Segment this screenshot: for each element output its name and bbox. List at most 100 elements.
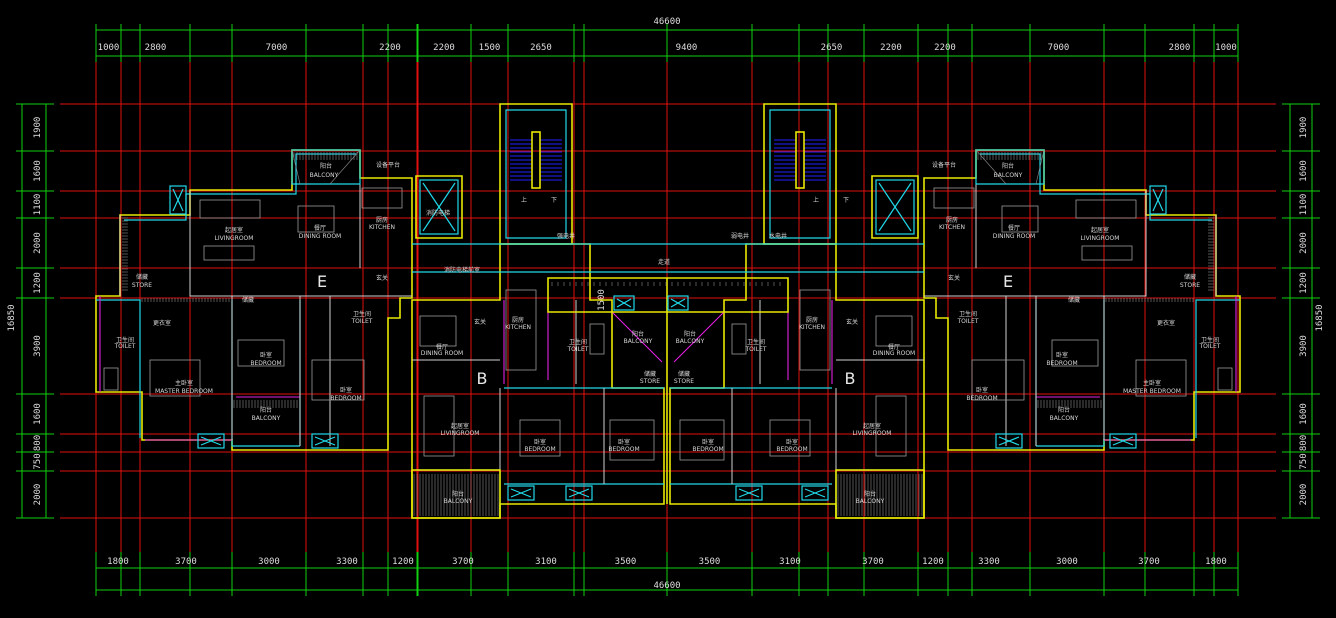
toilet-label-en: TOILET: [957, 318, 979, 325]
store-label: 储藏: [136, 273, 148, 281]
toilet-label: 卫生间: [569, 338, 587, 346]
living-label-en: LIVINGROOM: [215, 235, 254, 242]
segment-dimension: 2650: [530, 43, 552, 53]
store-label-en: STORE: [640, 378, 660, 385]
balcony-label: 阳台: [864, 490, 876, 498]
left-dimension-chain: 16850 1900160011002000120039001600800750…: [7, 104, 47, 518]
bedroom-label: 卧室: [340, 386, 352, 394]
segment-dimension: 1800: [107, 557, 129, 567]
bedroom-label-en: BEDROOM: [524, 446, 555, 453]
unit-label-b-left: B: [477, 369, 488, 388]
balcony-label: 阳台: [452, 490, 464, 498]
store-label: 储藏: [1068, 296, 1080, 304]
furniture-piece: [361, 187, 403, 209]
segment-dimension: 2650: [821, 43, 843, 53]
window-cross: [1112, 436, 1134, 446]
segment-dimension: 1200: [392, 557, 414, 567]
dining-label-en: DINING ROOM: [299, 233, 341, 240]
corridor-label: 走道: [658, 258, 670, 266]
segment-dimension: 9400: [676, 43, 698, 53]
window-box: [995, 433, 1023, 449]
furniture-piece: [519, 419, 561, 457]
segment-dimension: 1800: [1205, 557, 1227, 567]
bedroom-label-en: BEDROOM: [330, 395, 361, 402]
furniture-piece: [203, 245, 255, 261]
furniture: [103, 187, 1233, 461]
segment-dimension: 1200: [922, 557, 944, 567]
toilet-label: 卫生间: [747, 338, 765, 346]
window-cross: [670, 298, 686, 308]
kitchen-label: 厨房: [946, 216, 958, 224]
segment-dimension: 3000: [258, 557, 280, 567]
weak-shaft-label: 弱电井: [731, 232, 749, 240]
fire-lobby-label: 消防电梯前室: [444, 266, 480, 274]
segment-dimension: 2000: [1299, 232, 1309, 254]
living-label-en: LIVINGROOM: [1081, 235, 1120, 242]
toilet-label-en: TOILET: [745, 346, 767, 353]
store-label: 储藏: [1184, 273, 1196, 281]
segment-dimension: 3000: [1056, 557, 1078, 567]
bedroom-label: 卧室: [976, 386, 988, 394]
window-box: [735, 485, 763, 501]
dining-label: 餐厅: [436, 343, 448, 351]
bottom-total-dimension: 46600: [653, 581, 680, 591]
segment-dimension: 1000: [98, 43, 120, 53]
balcony-label-en: BALCONY: [994, 172, 1023, 179]
unit-label-e-right: E: [1003, 272, 1013, 291]
kitchen-label-en: KITCHEN: [369, 224, 395, 231]
segment-dimension: 2000: [33, 232, 43, 254]
balcony-label: 阳台: [1002, 162, 1014, 170]
entry-label: 玄关: [948, 274, 960, 282]
window-cross: [878, 182, 912, 232]
unit-label-b-right: B: [845, 369, 856, 388]
bedroom-label-en: BEDROOM: [608, 446, 639, 453]
segment-dimension: 1900: [33, 117, 43, 139]
window-box: [565, 485, 593, 501]
segment-dimension: 2200: [379, 43, 401, 53]
segment-dimension: 3700: [452, 557, 474, 567]
window-box: [1109, 433, 1137, 449]
window-box: [1149, 185, 1167, 215]
dining-label-en: DINING ROOM: [873, 350, 915, 357]
toilet-label-en: TOILET: [114, 343, 136, 350]
segment-dimension: 3700: [1138, 557, 1160, 567]
equip-platform-label: 设备平台: [932, 161, 956, 169]
dining-label: 餐厅: [314, 224, 326, 232]
stair-down-label: 下: [843, 197, 849, 204]
window-cross: [738, 488, 760, 498]
balcony-label: 阳台: [260, 406, 272, 414]
segment-dimension: 800: [33, 435, 43, 451]
segment-dimension: 2800: [145, 43, 167, 53]
window-cross: [314, 436, 336, 446]
stair-up-label: 上: [813, 196, 819, 204]
segment-dimension: 3900: [33, 335, 43, 357]
toilet-label: 卫生间: [353, 310, 371, 318]
segment-dimension: 1500: [479, 43, 501, 53]
window-cross: [568, 488, 590, 498]
window-box: [667, 295, 689, 311]
toilet-label: 卫生间: [1201, 336, 1219, 344]
segment-dimension: 3500: [699, 557, 721, 567]
furniture-piece: [423, 395, 455, 457]
segment-dimension: 1600: [33, 160, 43, 182]
furniture-piece: [933, 187, 975, 209]
balcony-label: 阳台: [1058, 406, 1070, 414]
store-label: 储藏: [242, 296, 254, 304]
furniture-piece: [1217, 367, 1233, 391]
horizontal-grid-lines: [16, 103, 1320, 519]
dining-label: 餐厅: [888, 343, 900, 351]
furniture-piece: [1075, 199, 1137, 219]
segment-dimension: 800: [1299, 435, 1309, 451]
dining-label-en: DINING ROOM: [993, 233, 1035, 240]
balcony-label-en: BALCONY: [310, 172, 339, 179]
master-bedroom-label: 主卧室: [175, 379, 193, 387]
stair-well: [531, 131, 541, 189]
living-label: 起居室: [863, 422, 881, 430]
toilet-label-en: TOILET: [567, 346, 589, 353]
balcony-label-en: BALCONY: [856, 498, 885, 505]
bedroom-label-en: BEDROOM: [692, 446, 723, 453]
entry-label: 玄关: [846, 318, 858, 326]
